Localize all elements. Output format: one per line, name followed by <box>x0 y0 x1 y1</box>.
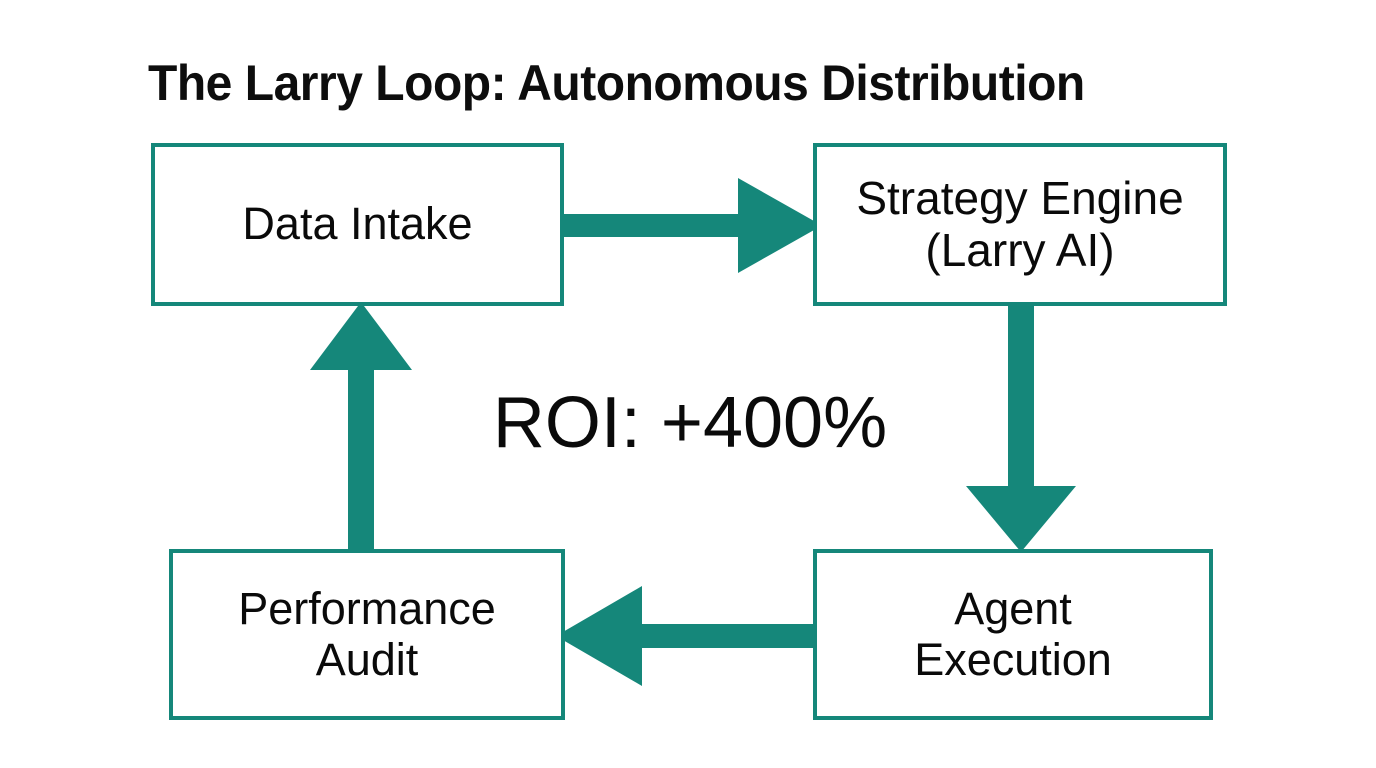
node-strategy-engine[interactable]: Strategy Engine (Larry AI) <box>813 143 1227 306</box>
node-strategy-engine-line-1: Strategy Engine <box>856 171 1184 224</box>
node-agent-execution-line-1: Agent <box>954 583 1072 635</box>
arrow-down-icon <box>966 300 1076 552</box>
node-strategy-engine-label: Strategy Engine (Larry AI) <box>856 171 1184 276</box>
node-agent-execution[interactable]: Agent Execution <box>813 549 1213 720</box>
node-strategy-engine-line-2: (Larry AI) <box>925 223 1115 276</box>
node-performance-audit-line-2: Audit <box>315 633 419 685</box>
node-data-intake-label: Data Intake <box>242 199 472 249</box>
arrow-right-icon <box>560 178 822 273</box>
node-agent-execution-label: Agent Execution <box>914 583 1112 685</box>
node-performance-audit[interactable]: Performance Audit <box>169 549 565 720</box>
node-performance-audit-line-1: Performance <box>238 583 496 635</box>
node-data-intake[interactable]: Data Intake <box>151 143 564 306</box>
arrow-left-icon <box>556 586 820 686</box>
page-title: The Larry Loop: Autonomous Distribution <box>148 55 1085 111</box>
node-data-intake-line-1: Data Intake <box>242 198 473 250</box>
arrow-up-icon <box>310 302 412 552</box>
node-performance-audit-label: Performance Audit <box>238 583 496 685</box>
roi-metric-label: ROI: +400% <box>492 383 888 463</box>
node-agent-execution-line-2: Execution <box>914 633 1112 685</box>
